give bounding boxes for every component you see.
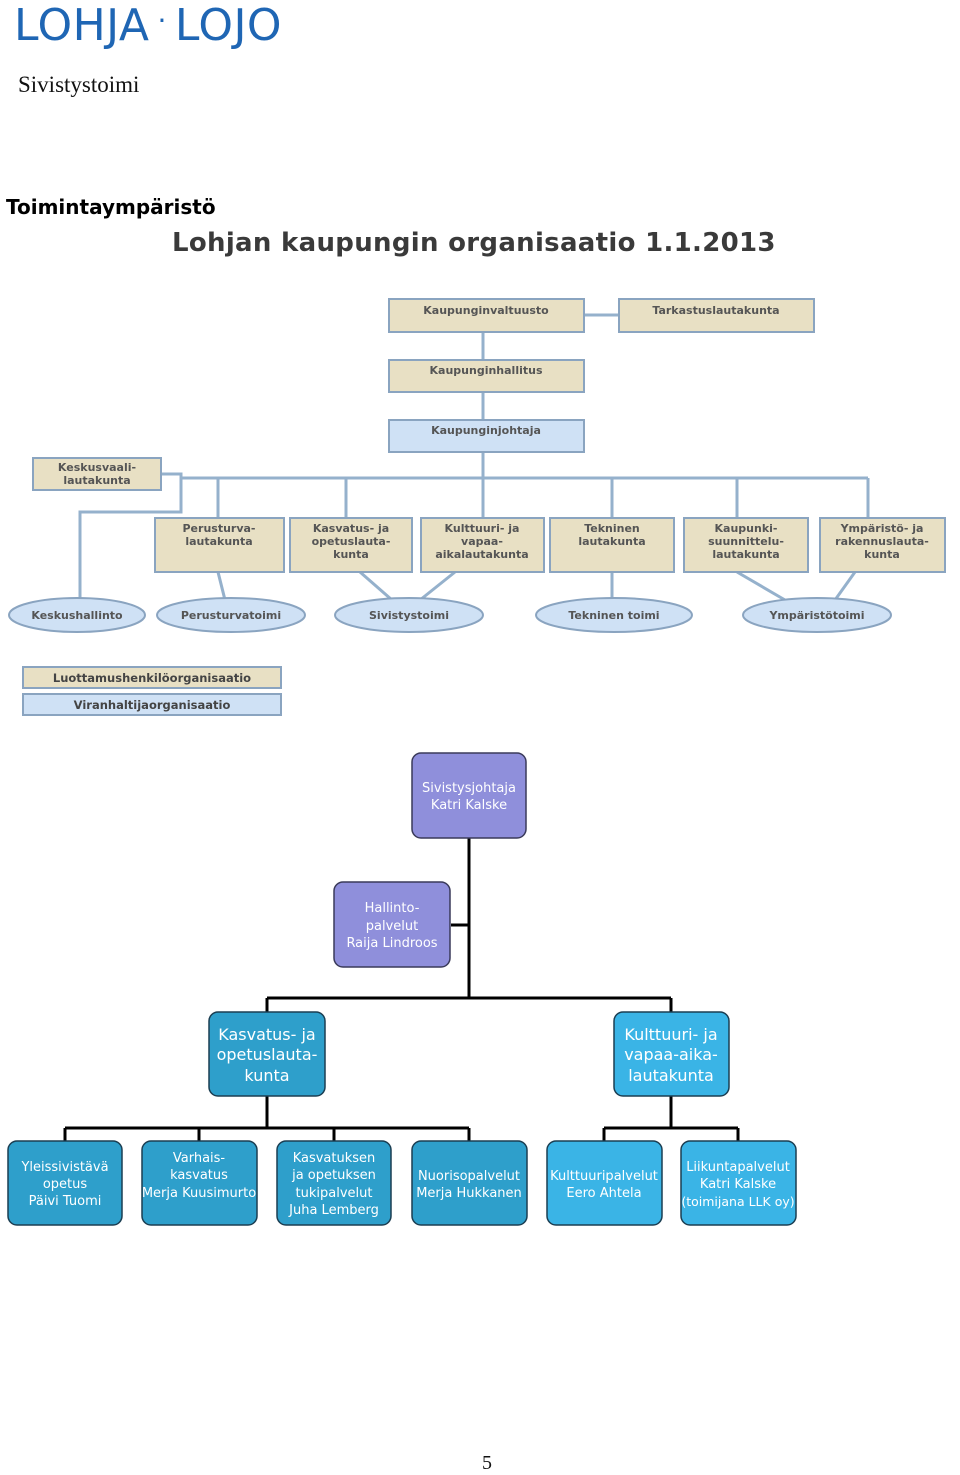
- committee-box: Ympäristö- ja rakennuslauta- kunta: [819, 517, 946, 573]
- svg-text:Keskushallinto: Keskushallinto: [31, 609, 123, 622]
- legend-officials: Viranhaltijaorganisaatio: [22, 693, 282, 716]
- unit-box-early-education: Varhais- kasvatus Merja Kuusimurto: [141, 1140, 258, 1226]
- svg-text:lautakunta: lautakunta: [578, 535, 645, 548]
- svg-text:Ympäristö- ja: Ympäristö- ja: [840, 522, 924, 535]
- svg-text:Kaupunki-: Kaupunki-: [715, 522, 778, 535]
- committee-box: Tekninen lautakunta: [549, 517, 675, 573]
- mayor-label: Kaupunginjohtaja: [431, 424, 541, 437]
- svg-text:lautakunta: lautakunta: [628, 1066, 714, 1085]
- committee-box: Perusturva- lautakunta: [154, 517, 285, 573]
- svg-text:Perusturvatoimi: Perusturvatoimi: [181, 609, 281, 622]
- svg-text:Ympäristötoimi: Ympäristötoimi: [768, 609, 864, 622]
- svg-text:vapaa-: vapaa-: [461, 535, 503, 548]
- legend-elected: Luottamushenkilöorganisaatio: [22, 666, 282, 689]
- unit-box-culture-services: Kulttuuripalvelut Eero Ahtela: [546, 1140, 663, 1226]
- election-board-line-2: lautakunta: [63, 474, 130, 487]
- svg-text:Kasvatus- ja: Kasvatus- ja: [313, 522, 389, 535]
- admin-services-box: Hallinto- palvelut Raija Lindroos: [333, 881, 451, 968]
- svg-text:Katri Kalske: Katri Kalske: [431, 798, 507, 813]
- svg-text:opetus: opetus: [43, 1177, 88, 1192]
- svg-text:Tekninen: Tekninen: [584, 522, 640, 535]
- svg-text:suunnittelu-: suunnittelu-: [708, 535, 784, 548]
- svg-text:Tekninen toimi: Tekninen toimi: [568, 609, 659, 622]
- svg-text:Päivi Tuomi: Päivi Tuomi: [29, 1194, 102, 1209]
- svg-text:Merja Kuusimurto: Merja Kuusimurto: [142, 1186, 256, 1201]
- service-ellipse: Keskushallinto: [8, 597, 146, 633]
- section-title: Toimintaympäristö: [6, 195, 216, 219]
- unit-box-general-education: Yleissivistävä opetus Päivi Tuomi: [7, 1140, 123, 1226]
- service-ellipse: Perusturvatoimi: [156, 597, 306, 633]
- svg-text:vapaa-aika-: vapaa-aika-: [624, 1045, 718, 1064]
- svg-text:Nuorisopalvelut: Nuorisopalvelut: [418, 1169, 520, 1184]
- svg-text:Sivistysjohtaja: Sivistysjohtaja: [422, 781, 516, 796]
- svg-text:opetuslauta-: opetuslauta-: [312, 535, 391, 548]
- svg-text:ja opetuksen: ja opetuksen: [291, 1168, 376, 1183]
- unit-box-youth-services: Nuorisopalvelut Merja Hukkanen: [411, 1140, 528, 1226]
- svg-text:Merja Hukkanen: Merja Hukkanen: [416, 1186, 522, 1201]
- svg-text:Liikuntapalvelut: Liikuntapalvelut: [686, 1160, 790, 1175]
- svg-text:Kulttuuripalvelut: Kulttuuripalvelut: [550, 1169, 658, 1184]
- svg-text:aikalautakunta: aikalautakunta: [435, 548, 528, 561]
- education-org-chart: Sivistysjohtaja Katri Kalske Hallinto- p…: [7, 752, 797, 1226]
- board-box: Kaupunginhallitus: [388, 359, 585, 393]
- election-board-box: Keskusvaali- lautakunta: [32, 457, 162, 491]
- svg-text:Katri Kalske: Katri Kalske: [700, 1177, 776, 1192]
- svg-text:lautakunta: lautakunta: [712, 548, 779, 561]
- director-box: Sivistysjohtaja Katri Kalske: [411, 752, 527, 839]
- svg-text:Juha Lemberg: Juha Lemberg: [288, 1203, 379, 1218]
- audit-box: Tarkastuslautakunta: [618, 298, 815, 333]
- culture-committee-box: Kulttuuri- ja vapaa-aika- lautakunta: [613, 1011, 730, 1097]
- committee-box: Kulttuuri- ja vapaa- aikalautakunta: [420, 517, 545, 573]
- logo-left: LOHJA: [14, 0, 150, 51]
- department-name: Sivistystoimi: [18, 72, 140, 97]
- city-org-title: Lohjan kaupungin organisaatio 1.1.2013: [172, 228, 776, 258]
- council-box: Kaupunginvaltuusto: [388, 298, 585, 333]
- education-committee-box: Kasvatus- ja opetuslauta- kunta: [208, 1011, 326, 1097]
- logo-right: LOJO: [174, 0, 283, 51]
- svg-text:Kulttuuri- ja: Kulttuuri- ja: [624, 1025, 717, 1044]
- committee-box: Kasvatus- ja opetuslauta- kunta: [289, 517, 413, 573]
- svg-text:kunta: kunta: [244, 1066, 289, 1085]
- svg-text:lautakunta: lautakunta: [185, 535, 252, 548]
- svg-text:tukipalvelut: tukipalvelut: [296, 1186, 373, 1201]
- svg-text:Sivistystoimi: Sivistystoimi: [369, 609, 449, 622]
- logo-dot: ·: [157, 4, 167, 37]
- svg-text:Perusturva-: Perusturva-: [183, 522, 256, 535]
- svg-text:kunta: kunta: [333, 548, 369, 561]
- svg-text:kunta: kunta: [864, 548, 900, 561]
- page-number: 5: [482, 1452, 492, 1474]
- svg-text:Varhais-: Varhais-: [173, 1151, 226, 1166]
- svg-text:Kasvatuksen: Kasvatuksen: [293, 1151, 376, 1166]
- committee-box: Kaupunki- suunnittelu- lautakunta: [683, 517, 809, 573]
- svg-text:palvelut: palvelut: [366, 919, 418, 934]
- city-org-chart: Kaupunginvaltuusto Tarkastuslautakunta K…: [8, 298, 946, 716]
- board-label: Kaupunginhallitus: [430, 364, 543, 377]
- svg-text:Raija Lindroos: Raija Lindroos: [346, 936, 437, 951]
- unit-box-sports-services: Liikuntapalvelut Katri Kalske (toimijana…: [680, 1140, 797, 1226]
- service-ellipse: Tekninen toimi: [535, 597, 693, 633]
- svg-text:Kasvatus- ja: Kasvatus- ja: [218, 1025, 315, 1044]
- svg-text:kasvatus: kasvatus: [170, 1168, 228, 1183]
- svg-text:opetuslauta-: opetuslauta-: [217, 1045, 318, 1064]
- svg-text:rakennuslauta-: rakennuslauta-: [835, 535, 929, 548]
- city-connectors: [78, 313, 870, 602]
- service-ellipse: Ympäristötoimi: [742, 597, 892, 633]
- svg-text:Eero Ahtela: Eero Ahtela: [566, 1186, 641, 1201]
- svg-text:Hallinto-: Hallinto-: [365, 901, 420, 916]
- service-ellipse: Sivistystoimi: [334, 597, 484, 633]
- election-board-line-1: Keskusvaali-: [58, 461, 136, 474]
- unit-box-support-services: Kasvatuksen ja opetuksen tukipalvelut Ju…: [276, 1140, 392, 1226]
- mayor-box: Kaupunginjohtaja: [388, 419, 585, 453]
- svg-text:(toimijana LLK oy): (toimijana LLK oy): [681, 1194, 794, 1209]
- audit-label: Tarkastuslautakunta: [652, 304, 779, 317]
- logo: LOHJA·LOJO: [14, 0, 282, 51]
- svg-text:Luottamushenkilöorganisaatio: Luottamushenkilöorganisaatio: [53, 671, 251, 685]
- svg-text:Kulttuuri- ja: Kulttuuri- ja: [445, 522, 520, 535]
- council-label: Kaupunginvaltuusto: [423, 304, 549, 317]
- svg-text:Viranhaltijaorganisaatio: Viranhaltijaorganisaatio: [74, 698, 231, 712]
- education-connectors: [63, 838, 740, 1141]
- svg-text:Yleissivistävä: Yleissivistävä: [20, 1160, 108, 1175]
